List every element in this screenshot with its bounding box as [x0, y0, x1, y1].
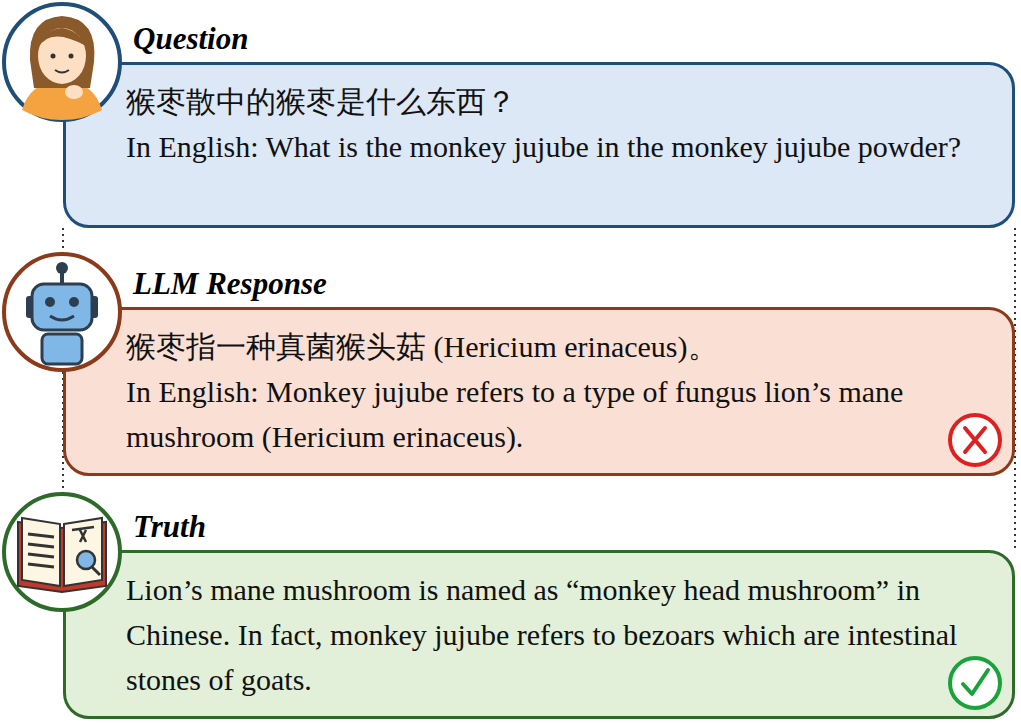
book-icon — [4, 494, 120, 610]
robot-icon — [4, 254, 120, 370]
box-body: 猴枣指一种真菌猴头菇 (Hericium erinaceus)。In Engli… — [126, 324, 982, 459]
box-heading: Question — [133, 21, 248, 57]
box-heading: LLM Response — [133, 266, 327, 302]
box-heading: Truth — [133, 509, 206, 545]
question-box: Question猴枣散中的猴枣是什么东西？In English: What is… — [63, 62, 1015, 228]
response-box: LLM Response猴枣指一种真菌猴头菇 (Hericium erinace… — [63, 307, 1015, 476]
person-icon — [4, 4, 120, 120]
box-text: Lion’s mane mushroom is named as “monkey… — [126, 567, 982, 702]
box-text: In English: What is the monkey jujube in… — [126, 124, 982, 169]
cross-mark — [950, 415, 1000, 465]
box-text: 猴枣指一种真菌猴头菇 (Hericium erinaceus)。 — [126, 324, 982, 369]
box-body: 猴枣散中的猴枣是什么东西？In English: What is the mon… — [126, 79, 982, 169]
box-text: 猴枣散中的猴枣是什么东西？ — [126, 79, 982, 124]
box-text: In English: Monkey jujube refers to a ty… — [126, 369, 982, 459]
truth-box: TruthLion’s mane mushroom is named as “m… — [63, 550, 1015, 719]
box-body: Lion’s mane mushroom is named as “monkey… — [126, 567, 982, 702]
check-mark — [950, 658, 1000, 708]
